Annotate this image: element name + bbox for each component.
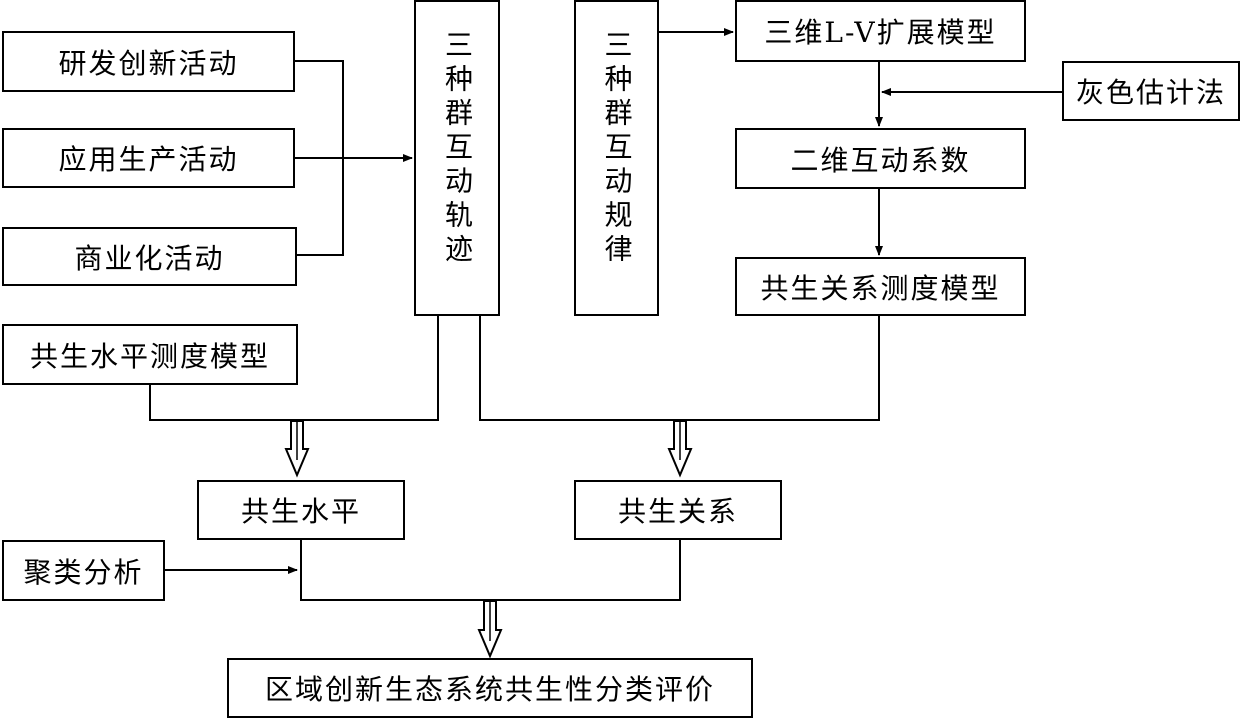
node-label: 商业化活动 [74, 241, 225, 275]
hollow-arrow-level [284, 420, 310, 478]
node-label: 区域创新生态系统共生性分类评价 [264, 673, 715, 706]
node-symbiosis-level: 共生水平 [197, 480, 405, 540]
node-label: 研发创新活动 [58, 46, 239, 80]
node-final-evaluation: 区域创新生态系统共生性分类评价 [227, 658, 753, 718]
node-production-activity: 应用生产活动 [2, 128, 295, 188]
node-grey-estimation: 灰色估计法 [1062, 61, 1240, 121]
node-level-model: 共生水平测度模型 [2, 324, 298, 385]
node-interaction-coefficient: 二维互动系数 [735, 128, 1026, 189]
connector-relation-merge [479, 315, 880, 421]
node-rd-activity: 研发创新活动 [2, 31, 295, 92]
hollow-arrow-relation [667, 420, 693, 478]
node-commercial-activity: 商业化活动 [2, 227, 297, 286]
connector-rd [294, 60, 344, 256]
node-label: 应用生产活动 [58, 143, 239, 176]
node-label: 三维L-V扩展模型 [764, 16, 997, 49]
node-lv-model: 三维L-V扩展模型 [735, 0, 1026, 62]
node-label: 共生水平 [240, 495, 361, 528]
node-cluster-analysis: 聚类分析 [2, 540, 165, 601]
node-rules: 三种群互动规律 [574, 0, 659, 316]
node-label: 灰色估计法 [1075, 76, 1226, 109]
connector-bottom-merge [300, 540, 681, 601]
node-label: 共生关系 [617, 495, 738, 528]
node-label: 共生关系测度模型 [760, 271, 1001, 305]
node-symbiosis-relation: 共生关系 [574, 480, 782, 540]
node-trajectory: 三种群互动轨迹 [414, 0, 500, 316]
node-label: 聚类分析 [23, 555, 144, 589]
node-relation-model: 共生关系测度模型 [735, 257, 1026, 316]
hollow-arrow-final [477, 600, 503, 659]
node-label: 共生水平测度模型 [29, 339, 270, 373]
node-label: 二维互动系数 [790, 143, 971, 177]
node-label: 三种群互动轨迹 [441, 30, 474, 268]
node-label: 三种群互动规律 [600, 30, 634, 268]
